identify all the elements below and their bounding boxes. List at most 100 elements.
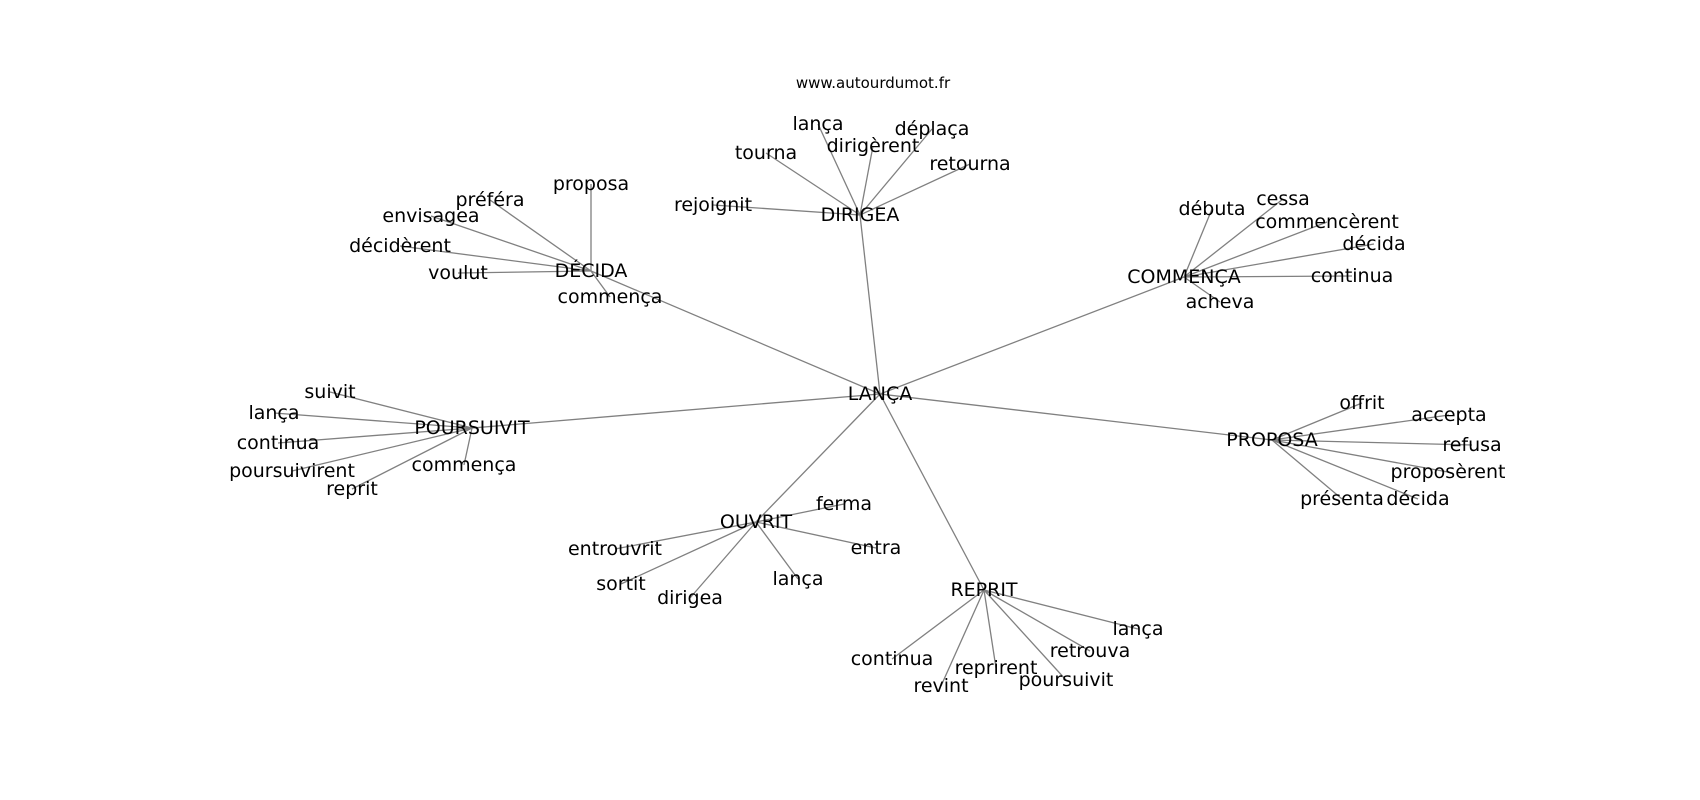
edge-proposa-refusa: [1271, 439, 1473, 446]
word-node-ouvrit-entra: entra: [851, 537, 902, 559]
word-node-ouvrit-dirigea: dirigea: [657, 587, 723, 609]
edge-proposa-offrit: [1271, 402, 1363, 441]
word-node-decida-envisagea: envisagea: [382, 205, 479, 227]
word-node-proposa-offrit: offrit: [1339, 392, 1384, 414]
edge-ouvrit-ferma: [755, 503, 845, 523]
word-node-reprit-revint: revint: [913, 675, 968, 697]
edge-center-reprit: [879, 393, 985, 591]
edge-dirigea-tourna: [765, 152, 861, 216]
edge-poursuivit-poursuivirent: [291, 427, 473, 472]
edge-ouvrit-sortit: [620, 521, 757, 585]
hub-node-poursuivit: POURSUIVIT: [414, 417, 530, 439]
word-node-decida-deciderent: décidèrent: [349, 235, 451, 257]
graph-labels: LANÇADIRIGEAlançadirigèrentdéplaçatourna…: [229, 113, 1505, 697]
word-node-reprit-continua: continua: [851, 648, 934, 670]
word-node-poursuivit-continua: continua: [237, 432, 320, 454]
word-node-commenca-decida: décida: [1342, 233, 1405, 255]
word-node-poursuivit-commenca: commença: [412, 454, 517, 476]
edge-reprit-poursuivit: [983, 589, 1067, 681]
hub-node-proposa: PROPOSA: [1226, 429, 1317, 451]
edge-decida-prefera: [489, 199, 592, 272]
word-node-proposa-proposerent: proposèrent: [1391, 461, 1506, 483]
edge-dirigea-deplaca: [859, 128, 933, 216]
edge-commenca-debuta: [1183, 208, 1213, 278]
word-node-reprit-reprirent: reprirent: [955, 657, 1038, 679]
hub-node-commenca: COMMENÇA: [1127, 266, 1241, 288]
edge-poursuivit-suivit: [329, 391, 473, 429]
edge-reprit-reprirent: [983, 589, 997, 669]
edge-dirigea-rejoignit: [712, 204, 861, 216]
edge-dirigea-retourna: [859, 163, 971, 216]
edge-ouvrit-dirigea: [689, 521, 757, 599]
site-url: www.autourdumot.fr: [796, 74, 951, 92]
edge-center-poursuivit: [471, 393, 881, 429]
edge-center-commenca: [879, 276, 1185, 395]
edge-commenca-commencerent: [1183, 221, 1328, 278]
word-node-poursuivit-reprit: reprit: [326, 478, 378, 500]
edge-dirigea-dirigerent: [859, 145, 874, 216]
word-node-commenca-continua: continua: [1311, 265, 1394, 287]
edge-ouvrit-lanca: [755, 521, 799, 580]
edge-center-dirigea: [859, 214, 881, 395]
center-node: LANÇA: [848, 383, 913, 405]
edge-decida-envisagea: [430, 215, 592, 272]
word-node-poursuivit-poursuivirent: poursuivirent: [229, 460, 355, 482]
word-node-dirigea-dirigerent: dirigèrent: [827, 135, 920, 157]
edge-poursuivit-reprit: [351, 427, 473, 490]
edge-proposa-decida: [1271, 439, 1419, 500]
edge-center-proposa: [879, 393, 1273, 441]
word-node-commenca-cessa: cessa: [1256, 188, 1310, 210]
word-node-proposa-decida: décida: [1386, 488, 1449, 510]
word-node-proposa-accepta: accepta: [1411, 404, 1486, 426]
word-node-proposa-refusa: refusa: [1442, 434, 1501, 456]
hub-node-ouvrit: OUVRIT: [720, 511, 793, 533]
word-node-commenca-debuta: débuta: [1179, 198, 1246, 220]
edge-proposa-presenta: [1271, 439, 1343, 500]
word-node-decida-proposa: proposa: [553, 173, 629, 195]
word-node-reprit-poursuivit: poursuivit: [1019, 669, 1114, 691]
word-node-reprit-retrouva: retrouva: [1050, 640, 1130, 662]
edge-poursuivit-commenca: [463, 427, 473, 466]
word-node-commenca-acheva: acheva: [1186, 291, 1255, 313]
word-node-reprit-lanca: lança: [1112, 618, 1163, 640]
graph-edges: [273, 123, 1473, 687]
edge-dirigea-lanca: [817, 123, 861, 216]
edge-decida-deciderent: [399, 245, 592, 272]
word-node-ouvrit-entrouvrit: entrouvrit: [568, 538, 662, 560]
edge-commenca-cessa: [1183, 198, 1284, 278]
edge-reprit-retrouva: [983, 589, 1091, 652]
edge-commenca-acheva: [1183, 276, 1221, 303]
edge-proposa-proposerent: [1271, 439, 1449, 473]
word-node-ouvrit-ferma: ferma: [816, 493, 872, 515]
word-node-commenca-commencerent: commencèrent: [1255, 211, 1399, 233]
word-node-poursuivit-suivit: suivit: [304, 381, 355, 403]
edge-ouvrit-entrouvrit: [614, 521, 757, 550]
hub-node-dirigea: DIRIGEA: [821, 204, 900, 226]
hub-node-reprit: REPRIT: [950, 579, 1017, 601]
word-node-decida-voulut: voulut: [428, 262, 488, 284]
edge-reprit-revint: [940, 589, 985, 687]
edge-reprit-lanca: [983, 589, 1139, 630]
word-node-dirigea-rejoignit: rejoignit: [674, 194, 752, 216]
edge-center-ouvrit: [755, 393, 881, 523]
word-node-dirigea-tourna: tourna: [735, 142, 797, 164]
edge-poursuivit-lanca: [273, 412, 473, 429]
edge-ouvrit-entra: [755, 521, 877, 549]
edge-commenca-decida: [1183, 243, 1375, 278]
edge-decida-commenca: [590, 270, 611, 298]
edge-poursuivit-continua: [277, 427, 473, 444]
word-node-decida-prefera: préféra: [456, 189, 525, 211]
word-node-proposa-presenta: présenta: [1300, 488, 1384, 510]
word-node-dirigea-lanca: lança: [792, 113, 843, 135]
word-node-ouvrit-sortit: sortit: [596, 573, 646, 595]
word-node-poursuivit-lanca: lança: [248, 402, 299, 424]
edge-commenca-continua: [1183, 275, 1353, 278]
word-node-dirigea-retourna: retourna: [929, 153, 1010, 175]
word-node-decida-commenca: commença: [558, 286, 663, 308]
edge-reprit-continua: [891, 589, 985, 660]
edge-decida-voulut: [457, 270, 592, 274]
word-node-ouvrit-lanca: lança: [772, 568, 823, 590]
word-node-dirigea-deplaca: déplaça: [895, 118, 970, 140]
edge-center-decida: [590, 270, 881, 395]
